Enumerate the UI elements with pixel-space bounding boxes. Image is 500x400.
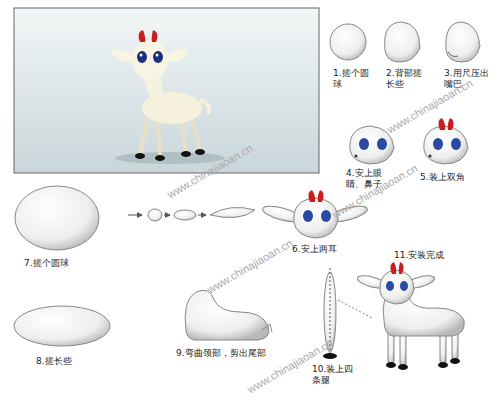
- watermark: www.chinajiaoan.cn: [205, 237, 295, 296]
- step-caption: 10.装上四条腿: [312, 364, 356, 387]
- step-caption: 5.装上双角: [420, 172, 476, 183]
- step-caption: 6.安上两耳: [292, 244, 356, 255]
- step-caption: 9.弯曲颈部，剪出尾部: [176, 348, 296, 359]
- clay-ball: [330, 24, 366, 60]
- goat: [356, 262, 464, 370]
- head: [424, 118, 468, 164]
- step-caption: 11.安装完成: [394, 250, 466, 261]
- step-caption: 7.搓个圆球: [24, 258, 96, 269]
- head: [350, 126, 394, 164]
- clay-ball: [446, 22, 480, 62]
- clay-ball: [385, 22, 420, 62]
- photo: [14, 8, 319, 173]
- step-caption: 8.搓长些: [36, 356, 100, 367]
- step-caption: 2.背部搓长些: [386, 68, 426, 91]
- step-caption: 1.搓个圆球: [333, 68, 373, 91]
